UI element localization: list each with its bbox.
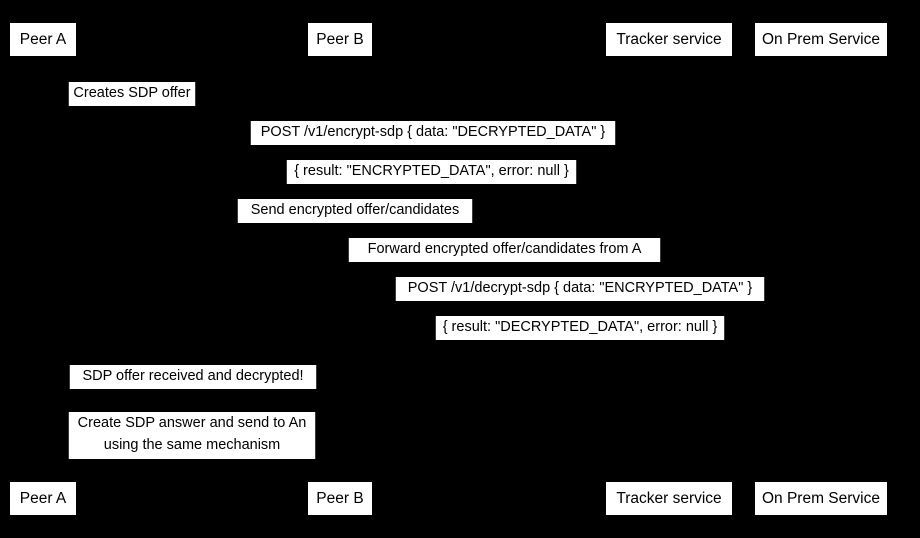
lifeline-peer-b — [340, 57, 341, 481]
message-label-creates-sdp-offer[interactable]: Creates SDP offer — [68, 82, 196, 107]
participant-header-on-prem-service[interactable]: On Prem Service — [754, 22, 888, 57]
message-label-result-decrypted-data[interactable]: { result: "DECRYPTED_DATA", error: null … — [435, 316, 725, 341]
participant-header-tracker-service[interactable]: Tracker service — [605, 22, 733, 57]
arrow-head-6 — [814, 295, 821, 303]
arrow-head-9 — [43, 453, 50, 461]
lifeline-peer-a — [43, 57, 44, 481]
arrow-head-4 — [662, 217, 669, 225]
lifeline-on-prem-service — [821, 57, 822, 481]
participant-header-peer-a[interactable]: Peer A — [9, 22, 77, 57]
lifeline-tracker-service — [669, 57, 670, 481]
message-label-post-decrypt-sdp[interactable]: POST /v1/decrypt-sdp { data: "ENCRYPTED_… — [395, 277, 765, 302]
participant-header-peer-b[interactable]: Peer B — [307, 22, 373, 57]
message-label-post-encrypt-sdp[interactable]: POST /v1/encrypt-sdp { data: "DECRYPTED_… — [250, 121, 616, 146]
arrow-head-7 — [340, 334, 347, 342]
message-label-send-encrypted-offer[interactable]: Send encrypted offer/candidates — [237, 199, 473, 224]
participant-footer-tracker-service[interactable]: Tracker service — [605, 481, 733, 516]
participant-footer-peer-b[interactable]: Peer B — [307, 481, 373, 516]
arrow-head-5 — [340, 256, 347, 264]
message-label-create-sdp-answer-line-2: using the same mechanism — [103, 436, 281, 453]
participant-footer-peer-a[interactable]: Peer A — [9, 481, 77, 516]
message-label-create-sdp-answer-line-1: Create SDP answer and send to An — [77, 415, 307, 431]
message-label-create-sdp-answer[interactable]: Create SDP answer and send to An using t… — [68, 412, 316, 459]
message-label-result-encrypted-data[interactable]: { result: "ENCRYPTED_DATA", error: null … — [286, 160, 577, 185]
message-label-sdp-offer-received[interactable]: SDP offer received and decrypted! — [69, 365, 317, 390]
participant-footer-on-prem-service[interactable]: On Prem Service — [754, 481, 888, 516]
arrow-head-3 — [43, 178, 50, 186]
arrow-head-2 — [814, 139, 821, 147]
message-label-forward-encrypted-offer[interactable]: Forward encrypted offer/candidates from … — [348, 238, 661, 263]
arrow-head-8 — [43, 383, 50, 391]
